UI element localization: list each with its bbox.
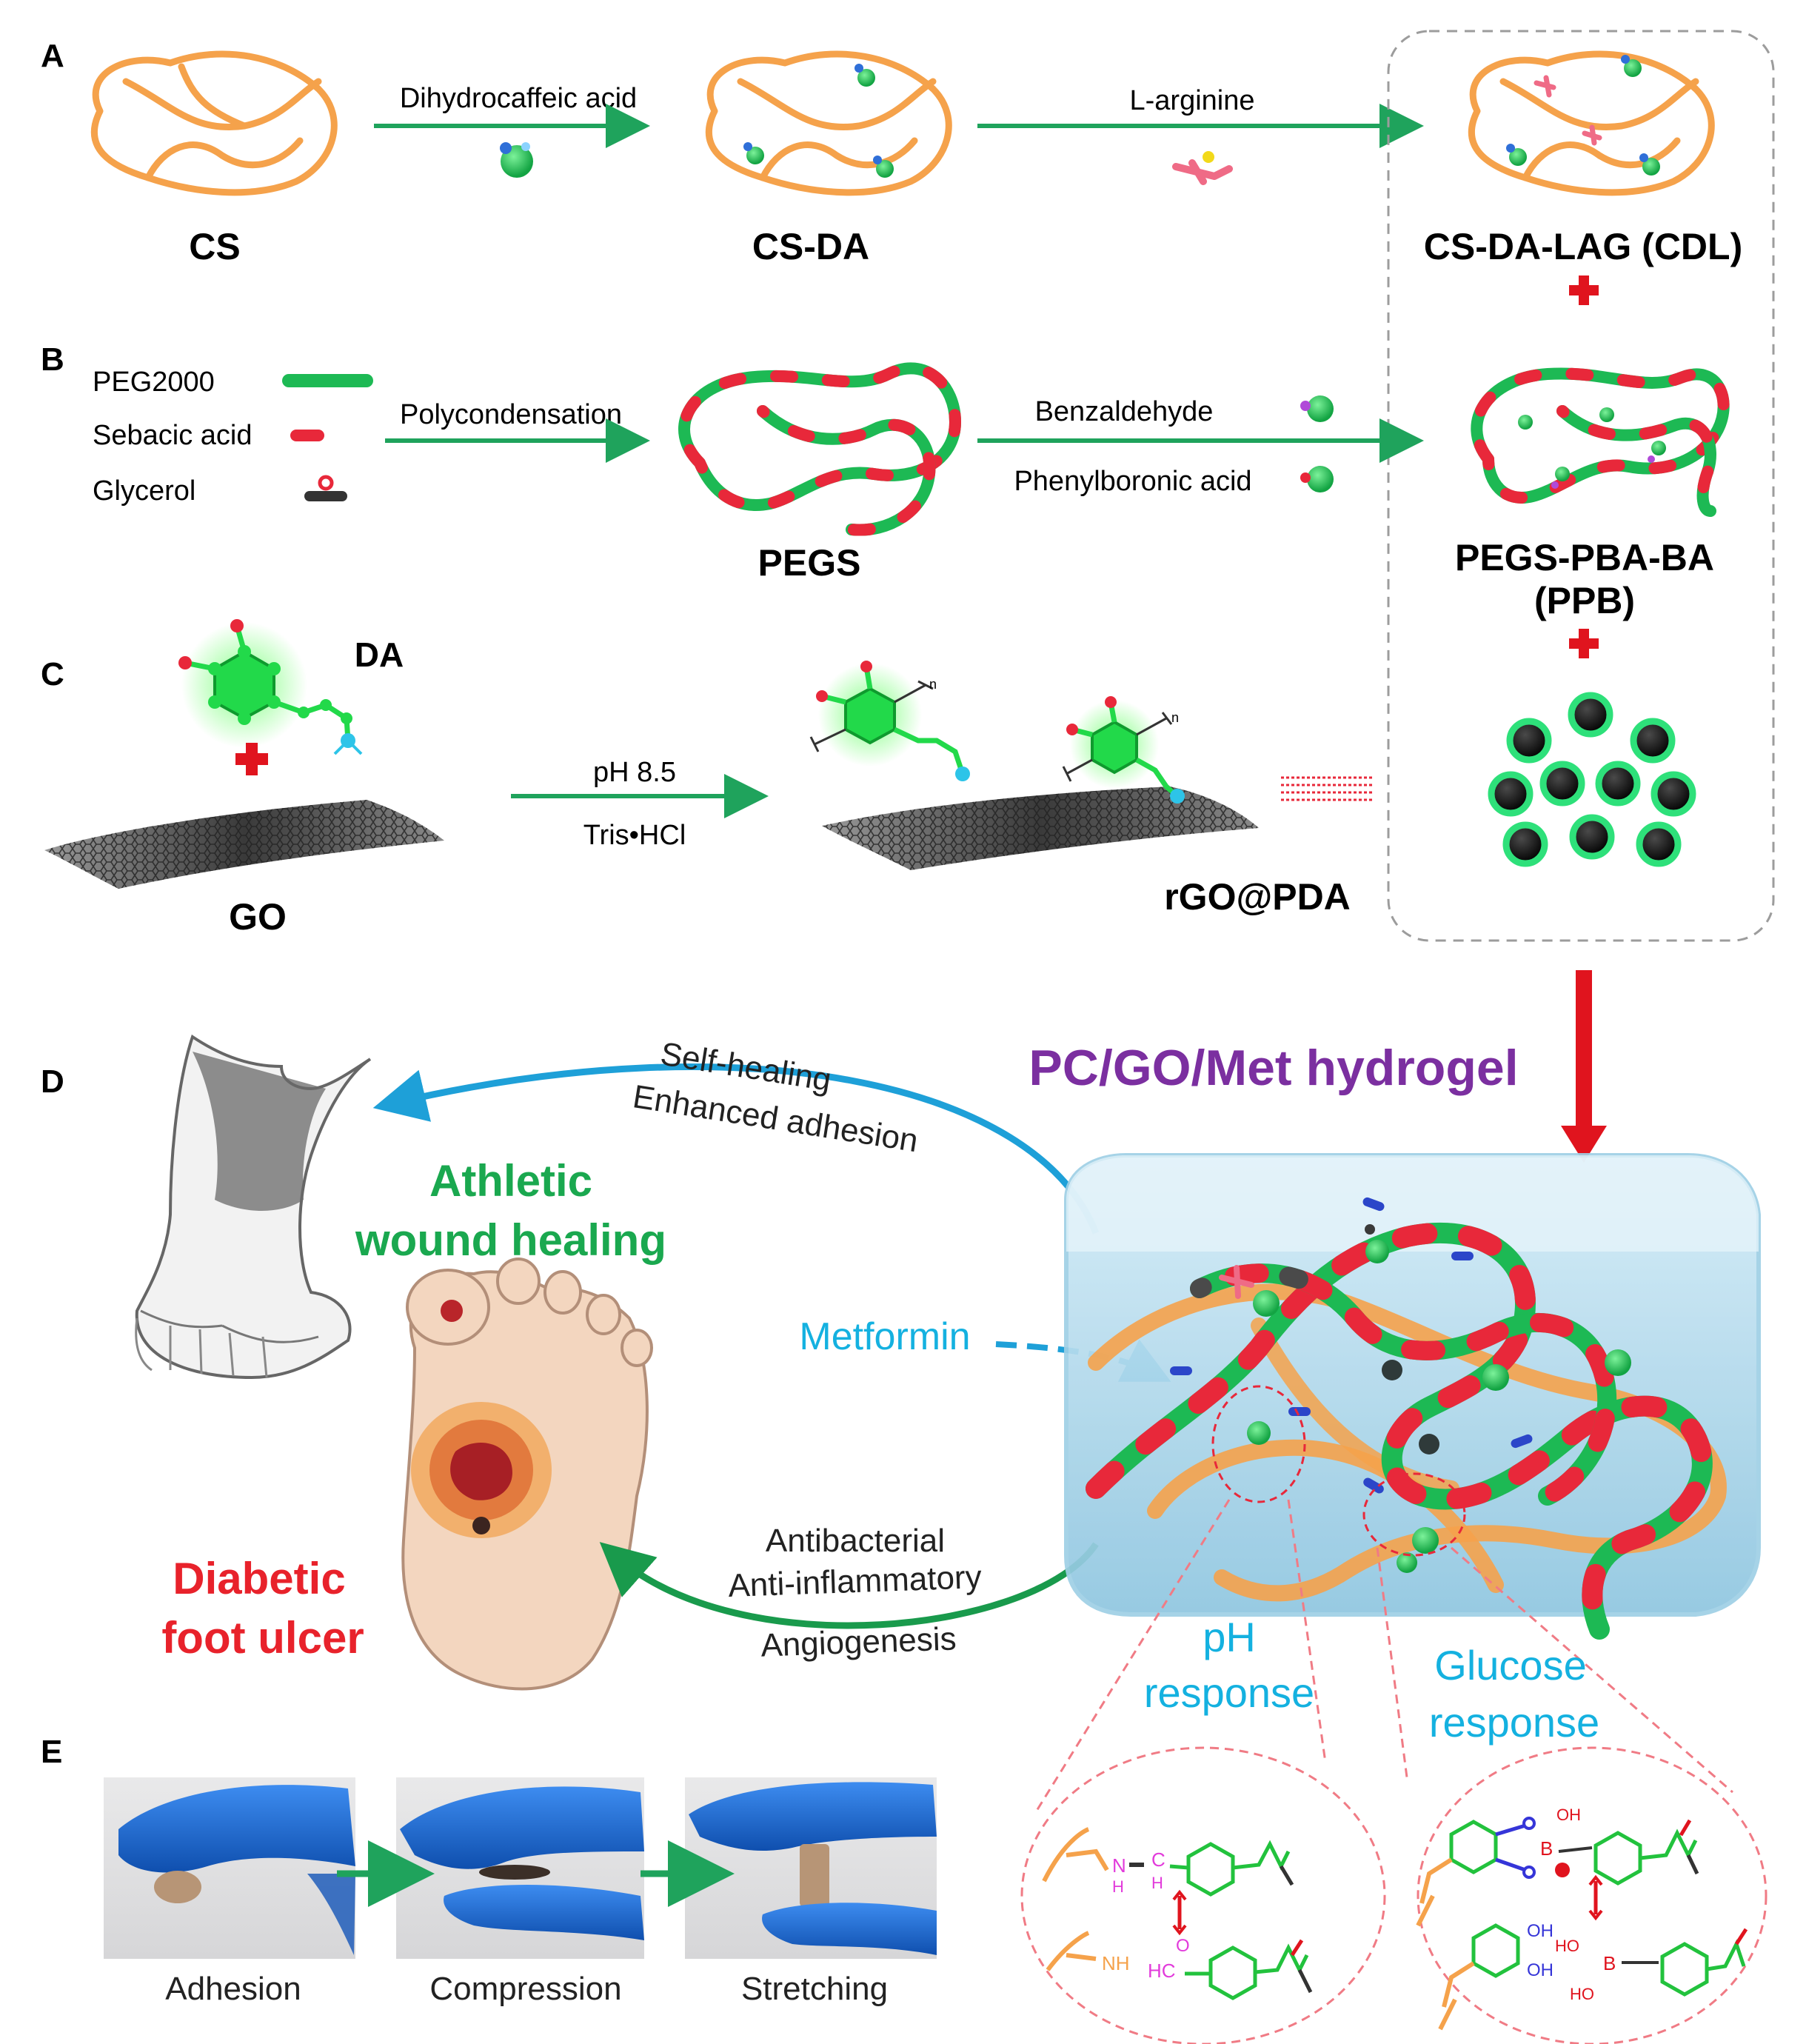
label-compression: Compression (429, 1971, 621, 2007)
legend-glycerol: Glycerol (93, 475, 195, 507)
reagent-l-arginine: L-arginine (1130, 85, 1255, 116)
product-group-box (1387, 30, 1775, 942)
label-ppb-line2: (PPB) (1534, 580, 1635, 621)
reagent-benzaldehyde: Benzaldehyde (1035, 396, 1214, 427)
label-stretching: Stretching (741, 1971, 888, 2007)
legend-peg2000: PEG2000 (93, 367, 215, 398)
plus-icon-1 (1569, 275, 1599, 305)
chem-c: C (1151, 1848, 1165, 1871)
rgo-pda-sheet: n n (809, 661, 1259, 870)
condition-tris-hcl: Tris•HCl (583, 820, 686, 851)
condition-ph: pH 8.5 (593, 757, 676, 788)
ph-response-line1: pH (1203, 1614, 1256, 1660)
athletic-foot-sketch (135, 1034, 372, 1380)
label-cs-da: CS-DA (752, 226, 869, 267)
ph-response-line2: response (1144, 1669, 1314, 1716)
dopamine-molecule (178, 619, 363, 755)
chem-h2: H (1151, 1874, 1163, 1892)
panel-label-a: A (41, 38, 64, 74)
hydrogel-title: PC/GO/Met hydrogel (1029, 1040, 1518, 1096)
zoom-lines (1035, 1499, 1733, 1811)
athletic-label-line2: wound healing (355, 1215, 666, 1265)
reagent-dihydrocaffeic-acid: Dihydrocaffeic acid (400, 83, 637, 114)
chem-ho1: HO (1555, 1937, 1579, 1955)
top-curved-arrow (372, 1063, 1100, 1235)
label-rgo-pda: rGO@PDA (1164, 876, 1351, 918)
ppb-pendants (1518, 407, 1666, 489)
graphene-oxide-sheet (44, 800, 444, 889)
photo-adhesion (104, 1777, 355, 1959)
chain-subscript-n2: n (1171, 710, 1179, 725)
glucose-response-chemistry: B OH OH OH HO B HO (1416, 1746, 1767, 2044)
label-cdl: CS-DA-LAG (CDL) (1424, 226, 1742, 267)
cs-polymer (90, 50, 338, 196)
panel-label-d: D (41, 1063, 64, 1100)
benzaldehyde-icon (1300, 395, 1334, 422)
effect-anti-inflammatory: Anti-inflammatory (728, 1559, 983, 1604)
effect-angiogenesis: Angiogenesis (760, 1620, 957, 1663)
phenylboronic-acid-icon (1300, 466, 1334, 492)
cs-da-polymer (705, 50, 952, 196)
label-pegs: PEGS (758, 542, 861, 584)
chain-subscript-n1: n (929, 677, 937, 692)
dihydrocaffeic-acid-icon (500, 142, 533, 178)
photo-stretching (685, 1777, 937, 1959)
reagent-phenylboronic-acid: Phenylboronic acid (1014, 466, 1251, 497)
plus-icon-2 (1569, 629, 1599, 658)
chem-b1: B (1540, 1837, 1553, 1860)
diabetic-label-line2: foot ulcer (161, 1613, 364, 1663)
plus-icon-3 (235, 743, 268, 775)
chem-o: O (1176, 1936, 1190, 1956)
equivalence-dashes (1281, 776, 1374, 801)
ppb-polymer (1471, 367, 1730, 517)
diabetic-foot-sketch (401, 1258, 653, 1691)
label-cs: CS (189, 226, 240, 267)
effect-enhanced-adhesion: Enhanced adhesion (630, 1078, 920, 1159)
glucose-response-line1: Glucose (1434, 1642, 1586, 1689)
rgo-pda-nanoparticles (1488, 692, 1696, 867)
label-go: GO (229, 896, 287, 938)
bottom-curved-arrow (599, 1542, 1099, 1629)
photo-compression (396, 1777, 644, 1959)
label-ppb-line1: PEGS-PBA-BA (1455, 537, 1714, 578)
panel-label-c: C (41, 656, 64, 692)
chem-n: N (1112, 1854, 1126, 1877)
label-da: DA (355, 635, 404, 674)
chem-oh1: OH (1556, 1806, 1581, 1824)
glycerol-icon (304, 475, 347, 501)
label-adhesion: Adhesion (165, 1971, 301, 2007)
cdl-polymer (1468, 50, 1715, 196)
ph-response-chemistry: N H C H NH O HC (1020, 1746, 1386, 2044)
l-arginine-icon (1172, 151, 1233, 185)
chem-oh2: OH (1527, 1921, 1554, 1941)
pegs-polymer (678, 362, 961, 536)
chem-b2: B (1603, 1952, 1616, 1974)
metformin-label: Metformin (799, 1315, 970, 1358)
chem-ho2: HO (1570, 1985, 1594, 2003)
effect-antibacterial: Antibacterial (766, 1523, 945, 1559)
chem-hc: HC (1148, 1960, 1176, 1982)
panel-label-b: B (41, 341, 64, 378)
hydrogel-block (1064, 1153, 1761, 1640)
diabetic-label-line1: Diabetic (173, 1554, 345, 1603)
chem-oh3: OH (1527, 1960, 1554, 1980)
red-down-arrow (1561, 970, 1607, 1163)
legend-sebacic-acid: Sebacic acid (93, 420, 252, 451)
athletic-label-line1: Athletic (429, 1156, 592, 1206)
glucose-response-line2: response (1429, 1699, 1599, 1746)
process-polycondensation: Polycondensation (400, 399, 622, 430)
chem-h: H (1112, 1877, 1124, 1896)
chem-nh2: NH (1102, 1952, 1130, 1974)
panel-label-e: E (41, 1734, 62, 1770)
